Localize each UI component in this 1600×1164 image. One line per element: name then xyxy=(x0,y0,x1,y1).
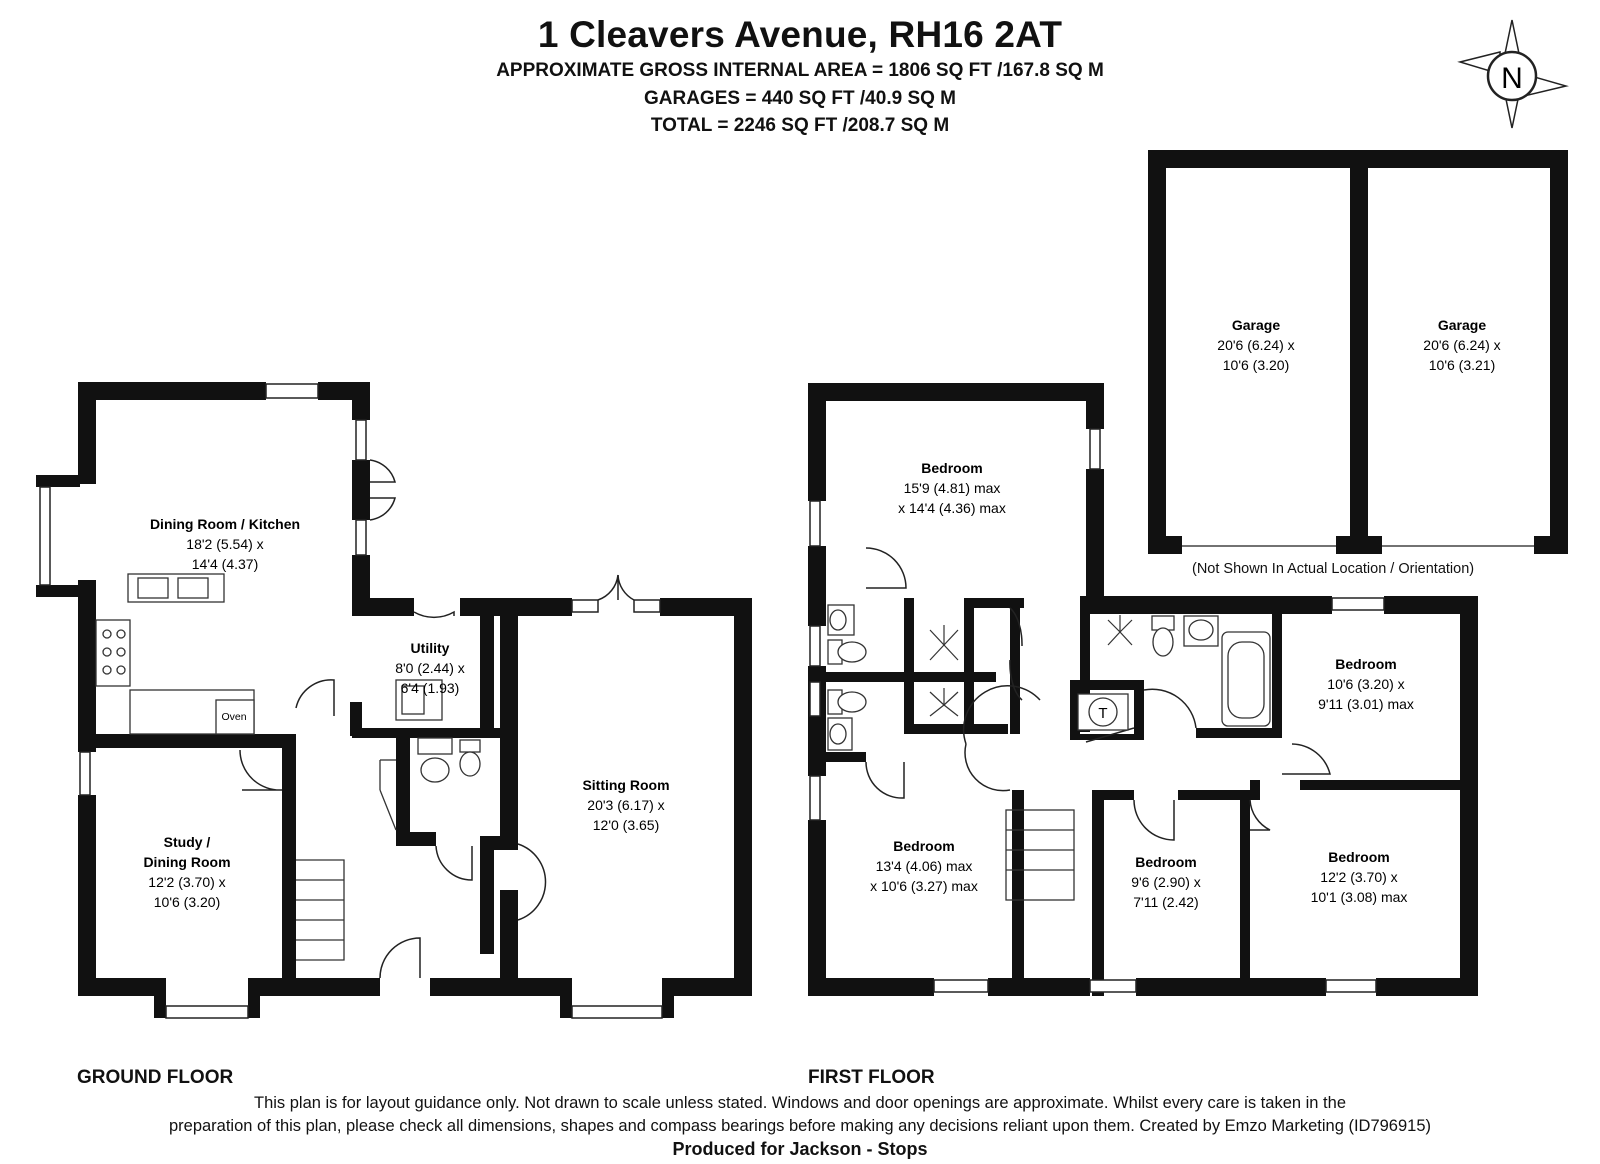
compass-icon: N xyxy=(1457,19,1569,129)
svg-text:Study /: Study / xyxy=(164,834,211,850)
svg-text:12'2 (3.70) x: 12'2 (3.70) x xyxy=(148,874,225,890)
svg-text:10'6 (3.21): 10'6 (3.21) xyxy=(1429,357,1496,373)
svg-text:9'11 (3.01) max: 9'11 (3.01) max xyxy=(1318,696,1414,712)
svg-text:6'4 (1.93): 6'4 (1.93) xyxy=(401,680,460,696)
svg-text:12'0 (3.65): 12'0 (3.65) xyxy=(593,817,660,833)
first-floor-label: FIRST FLOOR xyxy=(808,1067,935,1088)
svg-text:Dining Room: Dining Room xyxy=(143,854,230,870)
total-area-text: TOTAL = 2246 SQ FT /208.7 SQ M xyxy=(650,115,950,136)
svg-text:Dining Room / Kitchen: Dining Room / Kitchen xyxy=(150,516,300,532)
garage-walls xyxy=(1148,150,1568,554)
room-label-sitting-room: Sitting Room 20'3 (6.17) x 12'0 (3.65) xyxy=(582,777,669,833)
svg-text:x 14'4 (4.36) max: x 14'4 (4.36) max xyxy=(898,500,1006,516)
room-label-bedroom-4: Bedroom 9'6 (2.90) x 7'11 (2.42) xyxy=(1131,854,1201,910)
bathroom-fittings xyxy=(827,604,1271,901)
garages-area-text: GARAGES = 440 SQ FT /40.9 SQ M xyxy=(643,88,956,109)
svg-text:Bedroom: Bedroom xyxy=(921,460,982,476)
svg-text:20'6 (6.24) x: 20'6 (6.24) x xyxy=(1217,337,1294,353)
plan-title: 1 Cleavers Avenue, RH16 2AT xyxy=(537,14,1063,55)
svg-text:Garage: Garage xyxy=(1232,317,1280,333)
ground-floor-doors xyxy=(239,459,635,979)
oven-label: Oven xyxy=(221,711,246,723)
svg-text:Bedroom: Bedroom xyxy=(893,838,954,854)
room-label-bedroom-2: Bedroom 10'6 (3.20) x 9'11 (3.01) max xyxy=(1318,656,1414,712)
water-tank-label: T xyxy=(1098,705,1107,722)
kitchen-units xyxy=(95,573,481,961)
svg-text:Bedroom: Bedroom xyxy=(1135,854,1196,870)
svg-text:Utility: Utility xyxy=(411,640,450,656)
svg-text:10'6 (3.20): 10'6 (3.20) xyxy=(1223,357,1290,373)
shower-icon xyxy=(929,615,1133,717)
svg-text:14'4 (4.37): 14'4 (4.37) xyxy=(192,556,259,572)
room-label-bedroom-1: Bedroom 15'9 (4.81) max x 14'4 (4.36) ma… xyxy=(898,460,1006,516)
svg-text:8'0 (2.44) x: 8'0 (2.44) x xyxy=(395,660,465,676)
disclaimer-line-1: This plan is for layout guidance only. N… xyxy=(253,1094,1346,1112)
svg-text:7'11 (2.42): 7'11 (2.42) xyxy=(1133,894,1198,910)
compass-letter: N xyxy=(1501,62,1523,95)
svg-text:10'6 (3.20): 10'6 (3.20) xyxy=(154,894,221,910)
svg-text:9'6 (2.90) x: 9'6 (2.90) x xyxy=(1131,874,1201,890)
room-label-dining-kitchen: Dining Room / Kitchen 18'2 (5.54) x 14'4… xyxy=(150,516,300,572)
room-label-study: Study / Dining Room 12'2 (3.70) x 10'6 (… xyxy=(143,834,230,910)
svg-text:20'6 (6.24) x: 20'6 (6.24) x xyxy=(1423,337,1500,353)
svg-text:Bedroom: Bedroom xyxy=(1335,656,1396,672)
ground-floor-label: GROUND FLOOR xyxy=(77,1067,234,1088)
produced-for-text: Produced for Jackson - Stops xyxy=(672,1139,928,1159)
room-label-garage-2: Garage 20'6 (6.24) x 10'6 (3.21) xyxy=(1423,317,1500,373)
svg-text:12'2 (3.70) x: 12'2 (3.70) x xyxy=(1320,869,1397,885)
room-label-bedroom-3: Bedroom 13'4 (4.06) max x 10'6 (3.27) ma… xyxy=(870,838,978,894)
svg-text:10'1 (3.08) max: 10'1 (3.08) max xyxy=(1311,889,1408,905)
room-label-bedroom-5: Bedroom 12'2 (3.70) x 10'1 (3.08) max xyxy=(1311,849,1408,905)
first-floor-windows xyxy=(809,428,1385,993)
svg-text:15'9 (4.81) max: 15'9 (4.81) max xyxy=(904,480,1001,496)
svg-text:Garage: Garage xyxy=(1438,317,1486,333)
svg-text:x 10'6 (3.27) max: x 10'6 (3.27) max xyxy=(870,878,978,894)
first-floor-walls xyxy=(808,383,1478,996)
svg-text:10'6 (3.20) x: 10'6 (3.20) x xyxy=(1327,676,1404,692)
svg-text:18'2 (5.54) x: 18'2 (5.54) x xyxy=(186,536,263,552)
gross-area-text: APPROXIMATE GROSS INTERNAL AREA = 1806 S… xyxy=(496,60,1104,81)
ground-floor-windows xyxy=(39,383,663,1019)
svg-text:13'4 (4.06) max: 13'4 (4.06) max xyxy=(876,858,973,874)
svg-text:Bedroom: Bedroom xyxy=(1328,849,1389,865)
disclaimer-line-2: preparation of this plan, please check a… xyxy=(168,1117,1432,1135)
svg-text:20'3 (6.17) x: 20'3 (6.17) x xyxy=(587,797,664,813)
garage-location-note: (Not Shown In Actual Location / Orientat… xyxy=(1192,561,1475,577)
ground-floor-walls xyxy=(36,382,752,1018)
room-label-garage-1: Garage 20'6 (6.24) x 10'6 (3.20) xyxy=(1217,317,1294,373)
svg-text:Sitting Room: Sitting Room xyxy=(582,777,669,793)
room-label-utility: Utility 8'0 (2.44) x 6'4 (1.93) xyxy=(395,640,465,696)
